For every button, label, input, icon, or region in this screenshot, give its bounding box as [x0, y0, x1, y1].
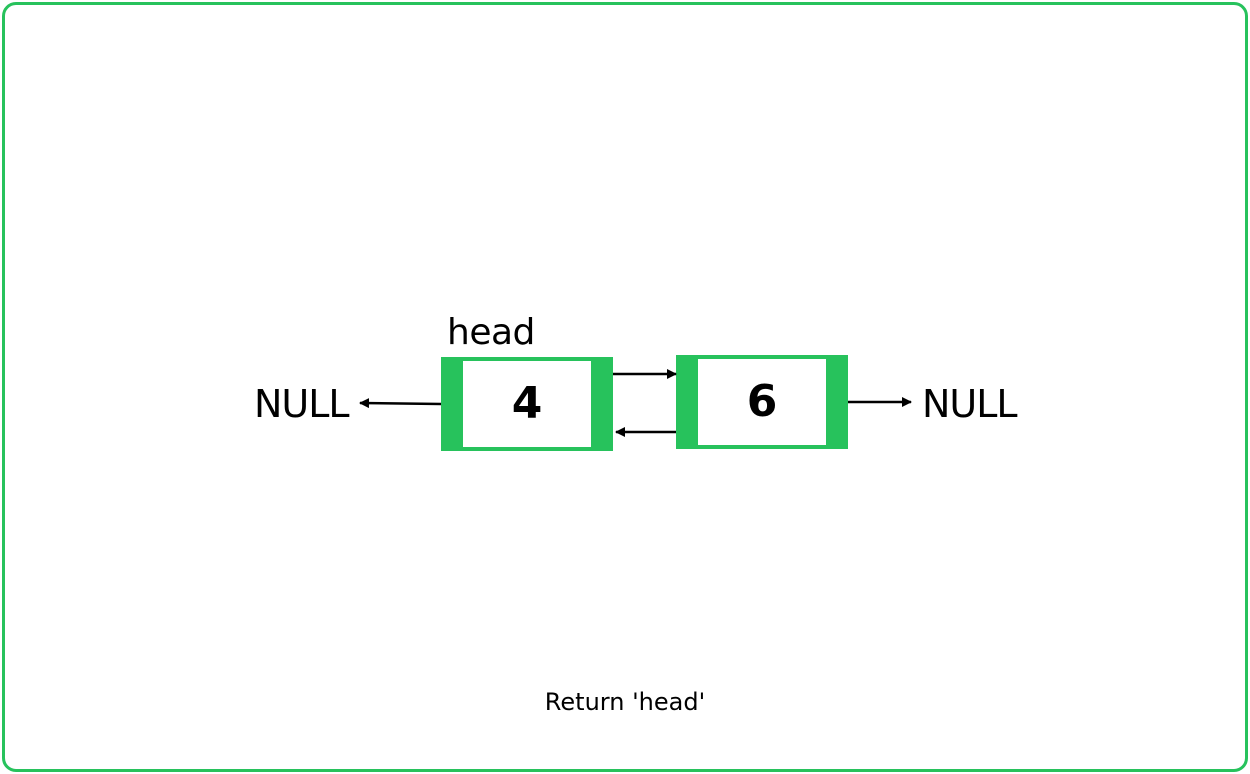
left-null-label: NULL	[254, 382, 350, 426]
list-node-first: 4	[441, 357, 613, 451]
node-value: 4	[511, 378, 543, 429]
head-pointer-label: head	[447, 312, 535, 353]
prev-pointer-arrow-to-null	[359, 398, 442, 409]
caption-text: Return 'head'	[544, 688, 706, 716]
node-value: 6	[746, 376, 778, 427]
right-null-label: NULL	[922, 382, 1018, 426]
node-data-cell: 4	[463, 361, 591, 447]
node-data-cell: 6	[698, 359, 826, 445]
list-node-second: 6	[676, 355, 848, 449]
